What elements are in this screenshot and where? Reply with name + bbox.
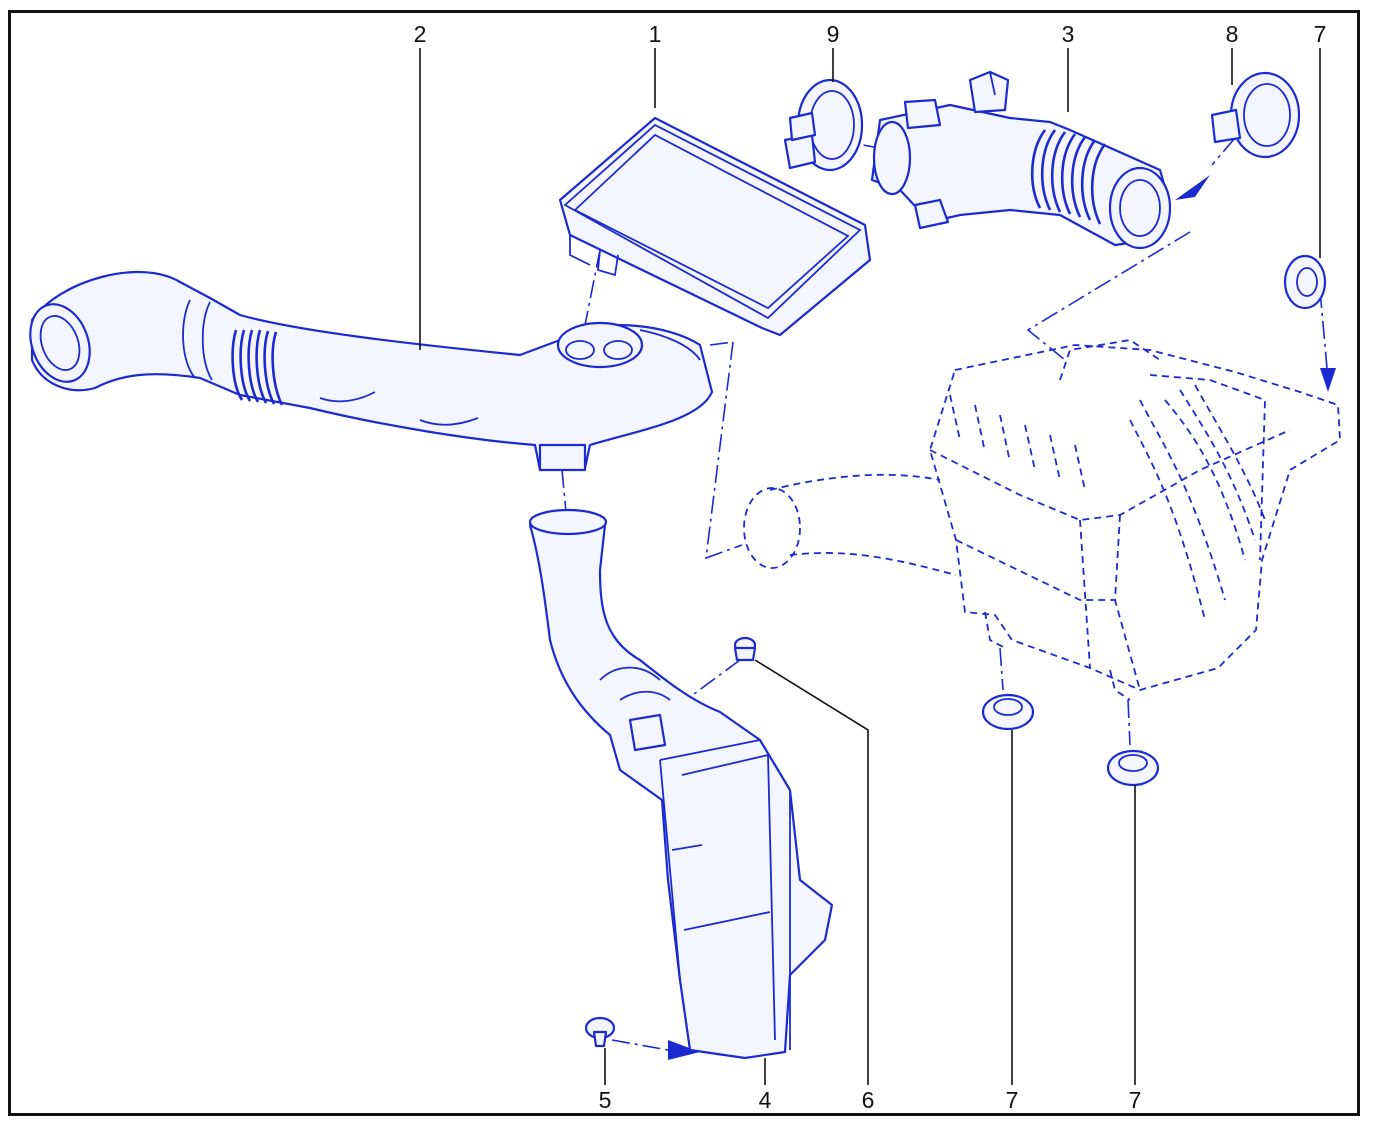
- direction-arrows: [668, 175, 1336, 1060]
- callout-9: 9: [827, 21, 840, 47]
- air-cleaner-housing-ghost: [743, 339, 1341, 701]
- callout-4: 4: [759, 1087, 772, 1113]
- callout-7-bottom-right: 7: [1129, 1087, 1142, 1113]
- callout-5: 5: [599, 1087, 612, 1113]
- callout-2: 2: [414, 21, 427, 47]
- alignment-lines: [561, 137, 1328, 1051]
- callout-1: 1: [649, 21, 662, 47]
- diagram-frame: [8, 10, 1360, 1116]
- grommet-top: [1283, 254, 1327, 310]
- retainer-pin: [584, 1016, 616, 1048]
- air-inlet-duct: [29, 270, 714, 472]
- arrow-to-resonator-pin: [668, 1040, 700, 1060]
- callout-3: 3: [1062, 21, 1075, 47]
- grommet-bottom-left: [981, 693, 1035, 731]
- hose-clamp-right: [1210, 71, 1301, 159]
- air-outlet-duct: [870, 70, 1172, 250]
- air-intake-resonator: [528, 508, 834, 1060]
- bolt: [733, 636, 757, 662]
- callout-6: 6: [862, 1087, 875, 1113]
- callout-7-bottom-left: 7: [1006, 1087, 1019, 1113]
- callout-8: 8: [1226, 21, 1239, 47]
- hose-clamp-left: [783, 78, 864, 172]
- arrow-to-outlet: [1175, 175, 1210, 200]
- grommet-bottom-right: [1106, 749, 1160, 787]
- callout-labels: 1 2 3 4 5 6 7 7 7 8 9: [414, 21, 1327, 1113]
- arrow-to-housing-mount: [1320, 368, 1336, 392]
- callout-7-top: 7: [1314, 21, 1327, 47]
- leader-lines: [419, 48, 1321, 1085]
- air-filter-element: [558, 116, 872, 337]
